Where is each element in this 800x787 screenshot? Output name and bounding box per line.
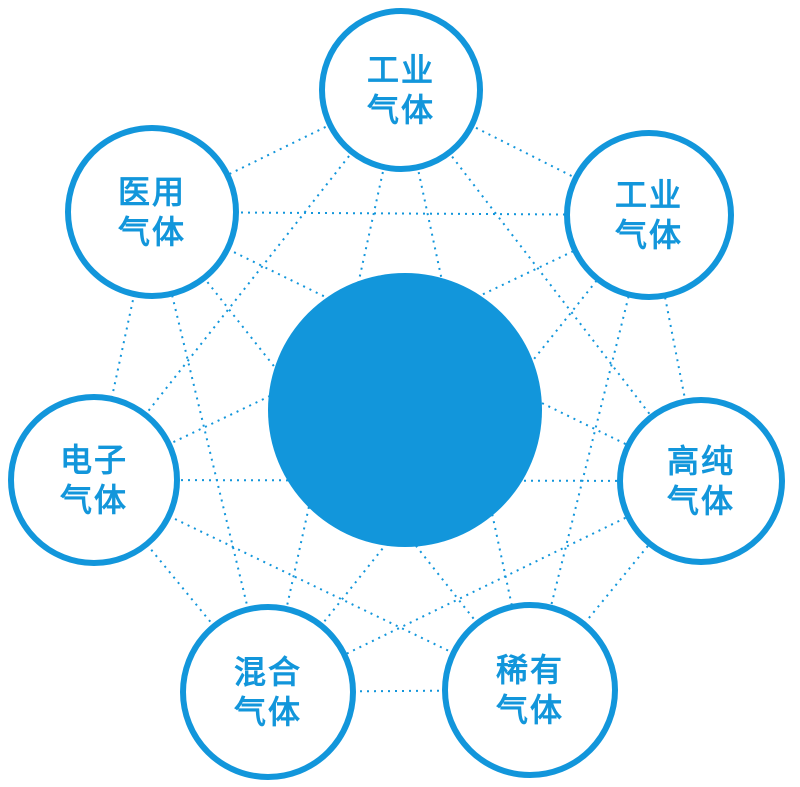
node-label: 高纯 气体: [666, 442, 735, 520]
node-industrial-gas-top: 工业 气体: [319, 8, 483, 172]
node-label: 工业 气体: [366, 51, 435, 129]
node-mixed-gas-bottom-left: 混合 气体: [180, 604, 356, 780]
node-high-purity-gas-right: 高纯 气体: [617, 397, 785, 565]
node-medical-gas-top-left: 医用 气体: [65, 125, 239, 299]
node-label: 医用 气体: [117, 173, 186, 251]
node-electronic-gas-left: 电子 气体: [8, 394, 180, 566]
node-industrial-gas-top-right: 工业 气体: [564, 130, 734, 300]
node-label: 电子 气体: [59, 441, 128, 519]
center-hub-circle: [268, 273, 542, 547]
node-label: 稀有 气体: [495, 651, 564, 729]
node-label: 工业 气体: [614, 176, 683, 254]
node-rare-gas-bottom-right: 稀有 气体: [442, 602, 618, 778]
node-label: 混合 气体: [233, 653, 302, 731]
